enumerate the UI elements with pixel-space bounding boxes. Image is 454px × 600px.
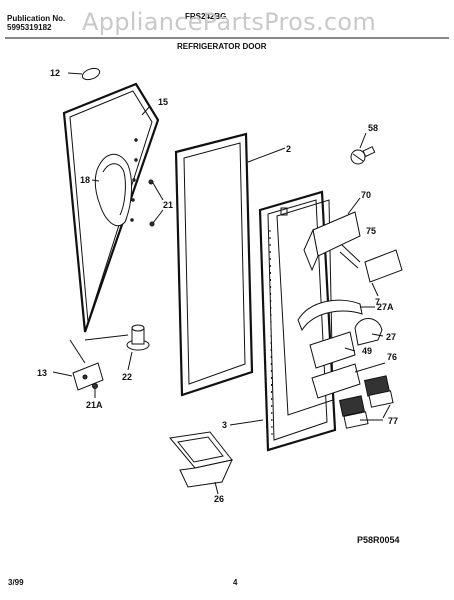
part-49-bin	[309, 331, 356, 369]
callout-76: 76	[387, 352, 397, 362]
callout-22: 22	[122, 372, 132, 382]
watermark: AppliancePartsPros.com	[82, 8, 377, 36]
part-27-cover	[354, 318, 383, 346]
part-3-door-liner	[258, 190, 337, 452]
model-number: FRS242BG	[185, 12, 227, 21]
part-70-bin	[303, 211, 361, 272]
part-27a-rail	[297, 299, 363, 332]
callout-58: 58	[368, 123, 378, 133]
part-18-handle	[91, 153, 133, 227]
callout-18: 18	[80, 175, 90, 185]
callout-27a: 27A	[377, 302, 394, 312]
publication-label: Publication No.	[7, 14, 66, 23]
part-15-outer-door	[62, 82, 160, 333]
diagram-code: P58R0054	[357, 535, 400, 545]
part-21a-screw	[92, 383, 98, 389]
callout-26: 26	[214, 494, 224, 504]
part-2-gasket	[174, 132, 254, 397]
part-13-hinge	[72, 362, 104, 391]
callout-27: 27	[386, 332, 396, 342]
section-title: REFRIGERATOR DOOR	[177, 42, 267, 51]
callout-21: 21	[163, 200, 173, 210]
callout-13: 13	[37, 368, 47, 378]
callout-15: 15	[158, 97, 168, 107]
part-76-bin	[311, 363, 361, 399]
part-12-plug	[81, 67, 101, 81]
callout-12: 12	[50, 68, 60, 78]
callout-2: 2	[286, 144, 291, 154]
publication-number: 5995319182	[7, 23, 52, 32]
callout-70: 70	[361, 190, 371, 200]
footer-page: 4	[233, 578, 238, 587]
part-58-screw	[350, 146, 376, 165]
footer-date: 3/99	[8, 578, 24, 587]
part-7-bin	[364, 249, 403, 283]
callout-3: 3	[222, 420, 227, 430]
callout-7: 7	[375, 297, 380, 307]
callout-49: 49	[362, 346, 372, 356]
callout-21a: 21A	[86, 400, 103, 410]
part-26-bin	[169, 431, 233, 488]
part-77-egg-trays	[338, 375, 394, 429]
callout-75: 75	[366, 226, 376, 236]
part-22-bushing	[126, 324, 150, 351]
callout-77: 77	[388, 416, 398, 426]
